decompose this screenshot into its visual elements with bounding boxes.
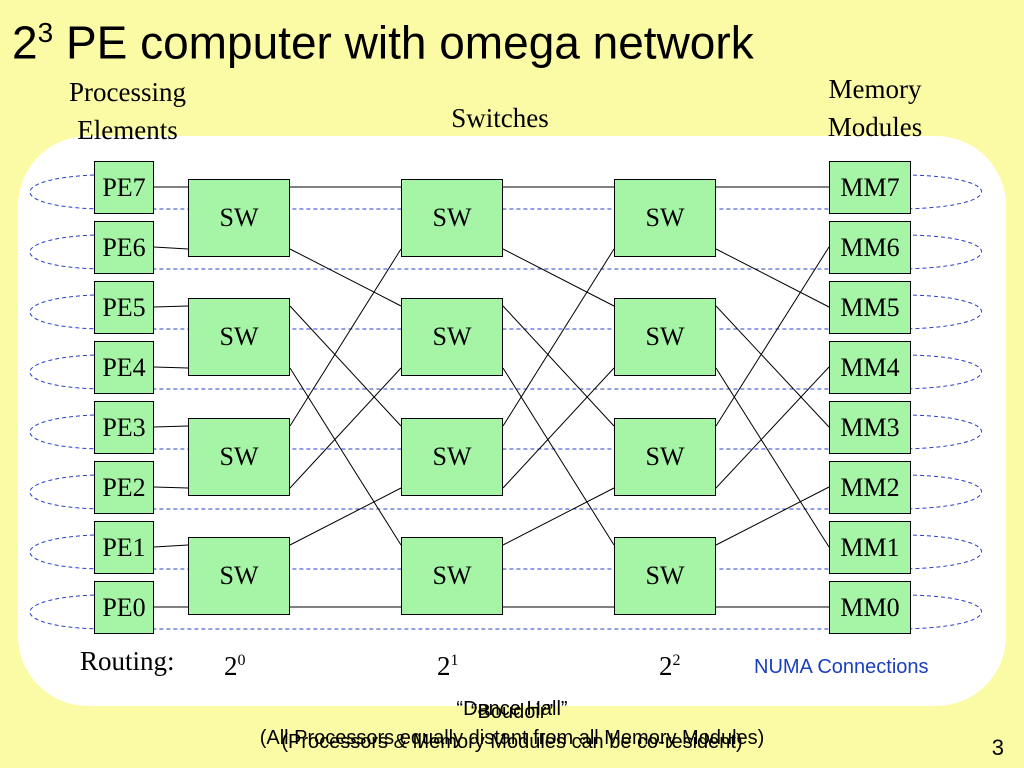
mm-mm7: MM7: [829, 161, 911, 214]
switch-box: SW: [614, 179, 716, 257]
network-wire: [715, 366, 830, 489]
switch-box: SW: [614, 418, 716, 496]
boudoir-label: “Boudoir”: [470, 701, 554, 723]
switch-box: SW: [614, 537, 716, 615]
network-wire: [502, 248, 615, 307]
mm-mm6: MM6: [829, 221, 911, 274]
network-wire: [715, 248, 830, 308]
network-wire: [715, 367, 830, 548]
network-wire: [153, 544, 189, 548]
mm-mm0: MM0: [829, 581, 911, 634]
switch-box: SW: [188, 298, 290, 376]
pe-pe5: PE5: [94, 281, 154, 334]
switches-header-text: Switches: [451, 103, 549, 133]
routing-stage-2-exp: 2: [672, 652, 681, 669]
slide-title: 23 PE computer with omega network: [12, 4, 754, 71]
memory-header-line2: Modules: [827, 112, 923, 142]
network-wire: [153, 305, 189, 308]
mm-mm5: MM5: [829, 281, 911, 334]
network-wire: [502, 248, 615, 427]
pe-pe0: PE0: [94, 581, 154, 634]
network-wire: [289, 248, 402, 307]
switch-box: SW: [614, 298, 716, 376]
routing-stage-2: 22: [659, 645, 681, 682]
title-exponent: 3: [37, 17, 54, 48]
switch-box: SW: [401, 298, 503, 376]
network-wire: [153, 486, 189, 489]
numa-connections-label: NUMA Connections: [754, 656, 929, 678]
switch-box: SW: [188, 179, 290, 257]
network-wire: [502, 305, 615, 427]
switch-box: SW: [401, 179, 503, 257]
switch-box: SW: [188, 537, 290, 615]
title-base: 2: [12, 16, 38, 69]
network-wire: [289, 367, 402, 546]
dance-hall-label: “Dance Hall”: [456, 698, 568, 720]
mm-mm3: MM3: [829, 401, 911, 454]
pe-pe1: PE1: [94, 521, 154, 574]
switch-box: SW: [188, 418, 290, 496]
routing-stage-2-base: 2: [659, 651, 673, 681]
mm-mm2: MM2: [829, 461, 911, 514]
network-wire: [715, 246, 830, 427]
processing-elements-header: Processing Elements: [40, 73, 215, 149]
network-wire: [289, 305, 402, 427]
routing-stage-1-base: 2: [437, 651, 451, 681]
network-wire: [715, 305, 830, 428]
pe-pe7: PE7: [94, 161, 154, 214]
routing-stage-1-exp: 1: [450, 652, 459, 669]
pe-pe4: PE4: [94, 341, 154, 394]
processing-header-line1: Processing: [69, 77, 186, 107]
title-text: PE computer with omega network: [65, 16, 754, 69]
memory-modules-header: Memory Modules: [795, 70, 955, 146]
pe-pe3: PE3: [94, 401, 154, 454]
network-wire: [153, 246, 189, 250]
dance-hall-caption: (All Processors equally distant from all…: [259, 727, 765, 749]
network-wire: [153, 425, 189, 428]
pe-pe2: PE2: [94, 461, 154, 514]
boudoir-caption: (Processors & Memory Modules can be co-r…: [281, 731, 743, 753]
routing-stage-0-exp: 0: [237, 652, 246, 669]
routing-stage-1: 21: [437, 645, 459, 682]
memory-header-line1: Memory: [828, 74, 922, 104]
network-wire: [153, 366, 189, 369]
processing-header-line2: Elements: [77, 115, 178, 145]
routing-label: Routing:: [80, 646, 175, 676]
pe-pe6: PE6: [94, 221, 154, 274]
network-wire: [289, 367, 402, 489]
network-wire: [502, 367, 615, 546]
network-wire: [502, 487, 615, 546]
switch-box: SW: [401, 418, 503, 496]
network-wire: [289, 248, 402, 427]
routing-stage-0-base: 2: [224, 651, 238, 681]
switches-header: Switches: [420, 99, 580, 137]
network-wire: [715, 486, 830, 546]
network-wire: [502, 367, 615, 489]
mm-mm1: MM1: [829, 521, 911, 574]
slide-number: 3: [991, 735, 1004, 760]
network-wire: [289, 487, 402, 546]
routing-stage-0: 20: [224, 645, 246, 682]
mm-mm4: MM4: [829, 341, 911, 394]
switch-box: SW: [401, 537, 503, 615]
